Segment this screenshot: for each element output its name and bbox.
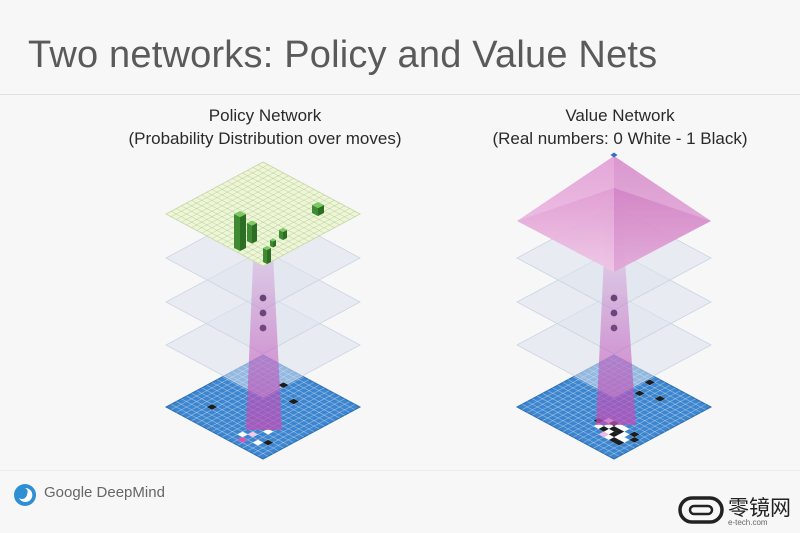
value-stone-14 [619, 431, 630, 438]
value-stone-24 [629, 431, 640, 438]
policy-prob-bar-3-right [267, 248, 271, 264]
value-stone-19 [603, 434, 614, 440]
value-output-node [610, 152, 618, 158]
policy-prob-bar-6-top [270, 238, 276, 242]
slide-title: Two networks: Policy and Value Nets [28, 34, 658, 76]
policy-stone-9 [263, 439, 274, 446]
policy-feature-beam [246, 215, 282, 430]
policy-prob-bar-2-right [252, 223, 257, 244]
policy-prob-bar-2-left [247, 223, 252, 244]
policy-prob-bar-1-right [240, 214, 246, 251]
policy-network-subtitle: (Probability Distribution over moves) [128, 129, 402, 148]
policy-prob-bar-2-top [247, 220, 257, 226]
title-divider [0, 94, 800, 95]
policy-stone-8 [252, 439, 263, 446]
value-stone-21 [614, 439, 625, 446]
value-stone-2 [654, 396, 666, 402]
policy-prob-bar-6-left [270, 240, 273, 248]
policy-stone-7 [237, 437, 248, 443]
policy-stone-3 [206, 404, 218, 410]
policy-prob-bar-1-top [234, 211, 246, 217]
policy-prob-bar-4-left [279, 230, 283, 240]
deepmind-logo-icon [14, 484, 36, 506]
policy-stone-6 [237, 431, 248, 438]
policy-prob-bar-6-right [273, 240, 276, 248]
value-stone-17 [608, 437, 620, 443]
policy-stone-4 [263, 428, 274, 435]
value-network-subtitle: (Real numbers: 0 White - 1 Black) [492, 129, 748, 148]
policy-prob-bar-3-top [263, 246, 271, 250]
policy-network-caption: Policy Network (Probability Distribution… [100, 104, 430, 150]
value-stone-22 [629, 437, 640, 443]
watermark-logo-icon [678, 496, 724, 524]
policy-network-title: Policy Network [208, 106, 322, 125]
value-pyramid-left-face [517, 156, 614, 272]
policy-prob-bar-1-left [234, 214, 240, 251]
value-network-title: Value Network [565, 106, 675, 125]
policy-stone-1 [278, 382, 289, 388]
value-stone-20 [598, 431, 609, 438]
policy-output-grid [170, 164, 356, 264]
footer-divider [0, 470, 800, 471]
deepmind-logo-text: Google DeepMind [44, 484, 165, 501]
value-stone-15 [614, 434, 625, 440]
value-pyramid-right-face [614, 156, 711, 272]
value-stone-13 [608, 431, 620, 438]
value-stone-1 [644, 379, 655, 386]
policy-prob-bar-3-left [263, 248, 267, 264]
policy-prob-bar-4-right [283, 230, 287, 240]
value-network-caption: Value Network (Real numbers: 0 White - 1… [455, 104, 785, 150]
value-stone-3 [634, 390, 645, 397]
value-stone-10 [619, 426, 630, 432]
policy-prob-bar-5-right [318, 205, 324, 216]
policy-prob-bar-5-left [312, 205, 318, 216]
watermark-url: e-tech.com [728, 518, 768, 527]
policy-prob-bar-4-top [279, 228, 287, 232]
policy-prob-bar-5-top [312, 202, 324, 208]
value-pyramid-back-faces [517, 156, 711, 221]
policy-output-plane [164, 161, 362, 267]
value-stone-18 [619, 437, 630, 443]
value-stone-9 [608, 426, 620, 432]
policy-stone-2 [288, 398, 299, 405]
watermark-text: 零镜网 [728, 496, 791, 520]
value-stone-16 [598, 426, 609, 432]
policy-stone-5 [247, 431, 258, 438]
